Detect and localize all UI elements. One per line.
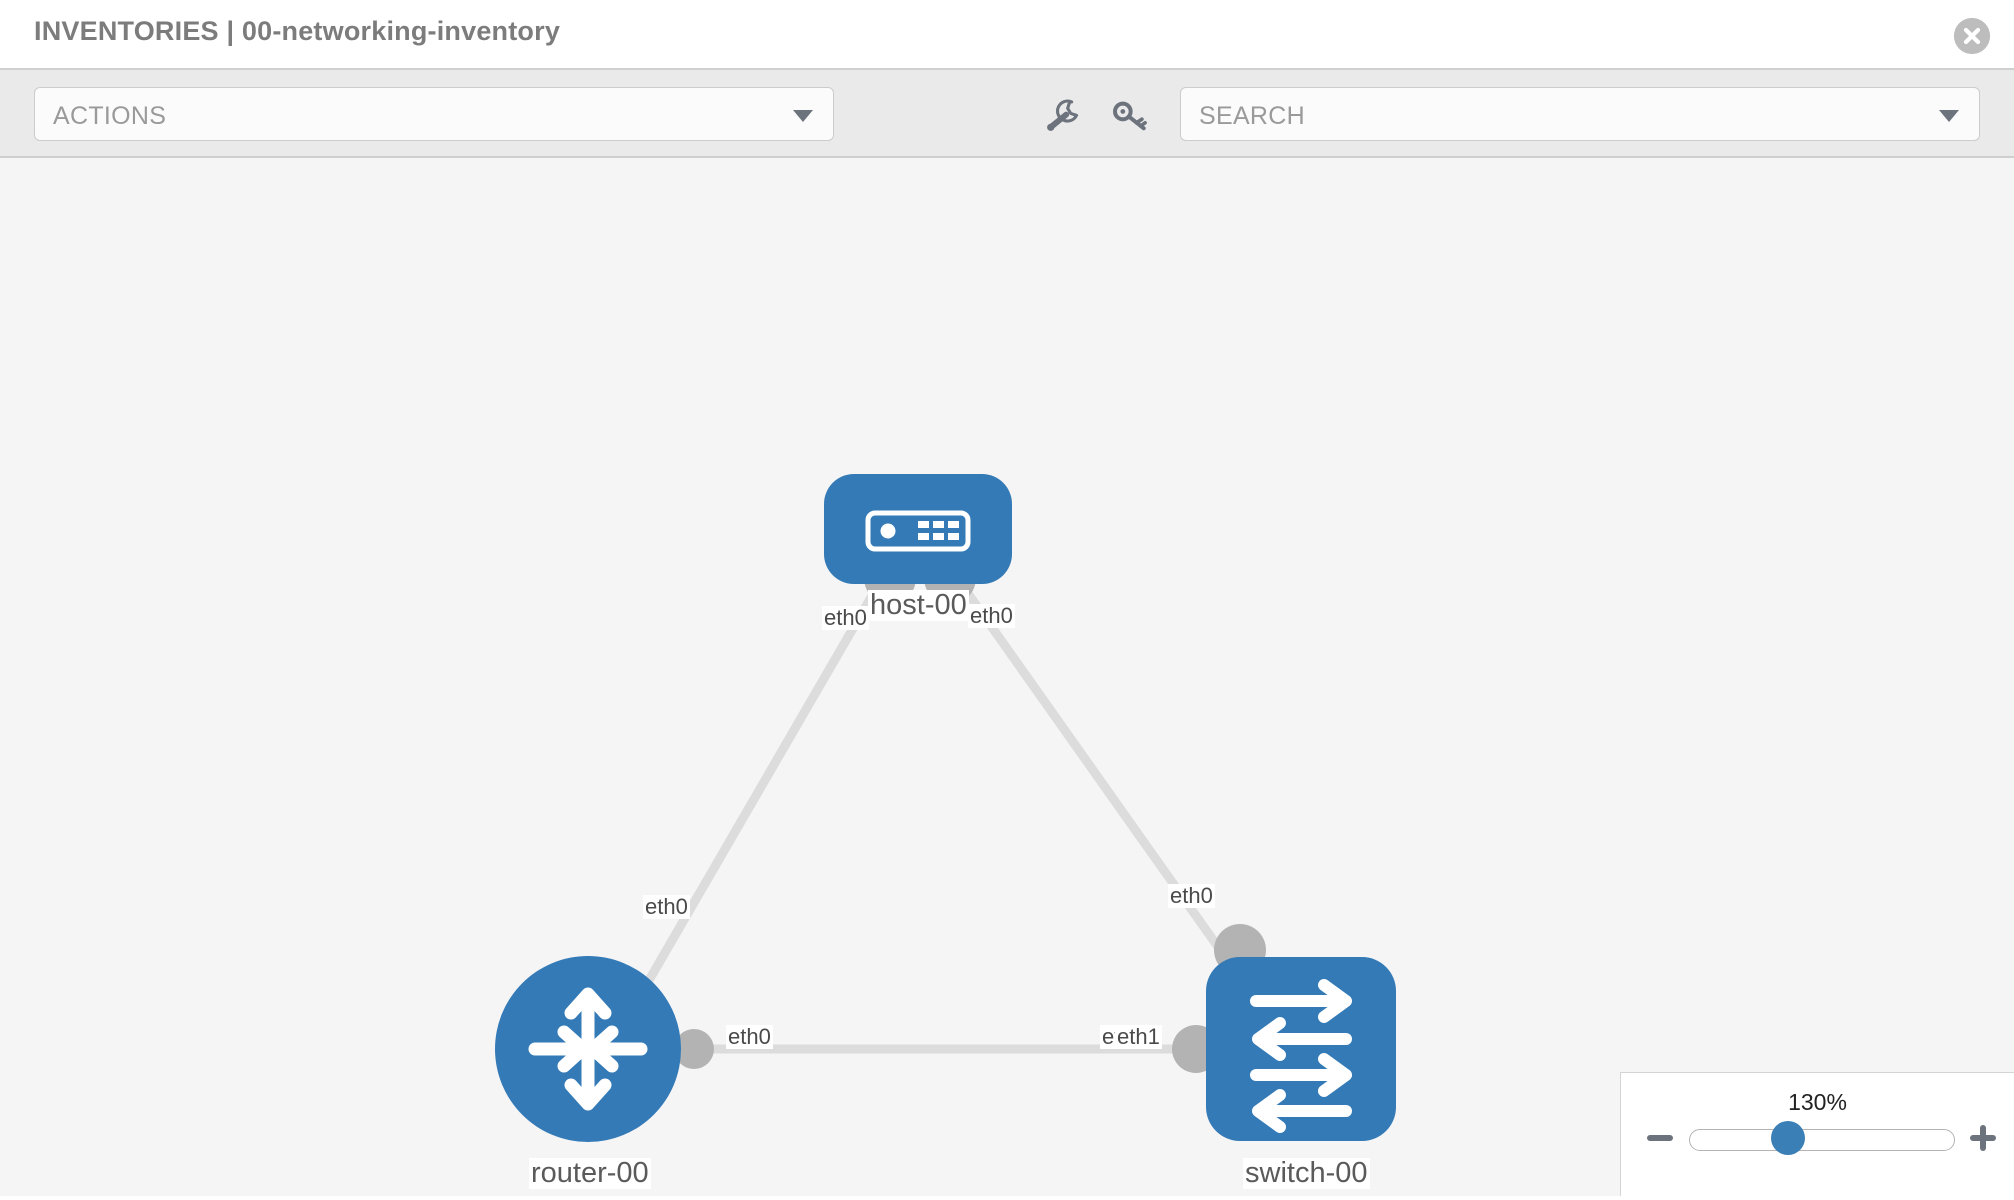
toolbar: ACTIONS SEARCH (0, 70, 2014, 158)
edge-label-host-left-port: eth0 (822, 605, 869, 630)
page-header: INVENTORIES | 00-networking-inventory (0, 0, 2014, 70)
key-icon (1112, 101, 1147, 131)
node-label-host-00: host-00 (868, 589, 969, 621)
edge-label-host-right-port: eth0 (968, 603, 1015, 628)
edge-label-router-up-port: eth0 (643, 894, 690, 919)
search-placeholder: SEARCH (1199, 102, 1305, 130)
edge-label-switch-left-port-b: eth1 (1115, 1024, 1162, 1049)
zoom-slider-handle[interactable] (1771, 1121, 1805, 1155)
zoom-out-button[interactable] (1643, 1121, 1677, 1155)
switch-arrows-icon (1250, 979, 1352, 1133)
page-title: INVENTORIES | 00-networking-inventory (34, 16, 561, 46)
zoom-in-button[interactable] (1966, 1121, 2000, 1155)
plus-icon (1970, 1125, 1996, 1151)
edge-label-router-right-port: eth0 (726, 1024, 773, 1049)
node-switch-00[interactable] (1206, 957, 1396, 1141)
actions-dropdown-label: ACTIONS (53, 102, 167, 130)
server-icon (865, 510, 971, 552)
edge-host-switch[interactable] (946, 565, 1244, 981)
node-host-00[interactable] (824, 474, 1012, 584)
zoom-percent-label: 130% (1788, 1089, 1847, 1115)
zoom-control: 130% (1620, 1072, 2014, 1196)
node-router-00[interactable] (495, 956, 681, 1142)
node-label-switch-00: switch-00 (1243, 1157, 1370, 1189)
wrench-icon (1047, 99, 1079, 131)
connector-router-right[interactable] (674, 1029, 714, 1069)
topology-graph (495, 474, 1396, 1142)
minus-icon (1647, 1135, 1673, 1141)
edge-label-switch-up-port: eth0 (1168, 883, 1215, 908)
close-button[interactable] (1954, 18, 1990, 54)
wrench-button[interactable] (1040, 96, 1086, 136)
topology-canvas[interactable]: eth0 host-00 eth0 eth0 eth0 eth0 eth eth… (0, 158, 2014, 1196)
actions-dropdown[interactable]: ACTIONS (34, 87, 834, 141)
search-input[interactable]: SEARCH (1180, 87, 1980, 141)
zoom-slider-track[interactable] (1689, 1129, 1955, 1151)
key-button[interactable] (1108, 96, 1154, 136)
router-arrows-icon (528, 987, 648, 1111)
chevron-down-icon (1939, 110, 1959, 122)
chevron-down-icon (793, 110, 813, 122)
edge-host-router[interactable] (626, 565, 892, 1016)
node-label-router-00: router-00 (529, 1157, 651, 1189)
close-circle-icon (1954, 18, 1990, 54)
